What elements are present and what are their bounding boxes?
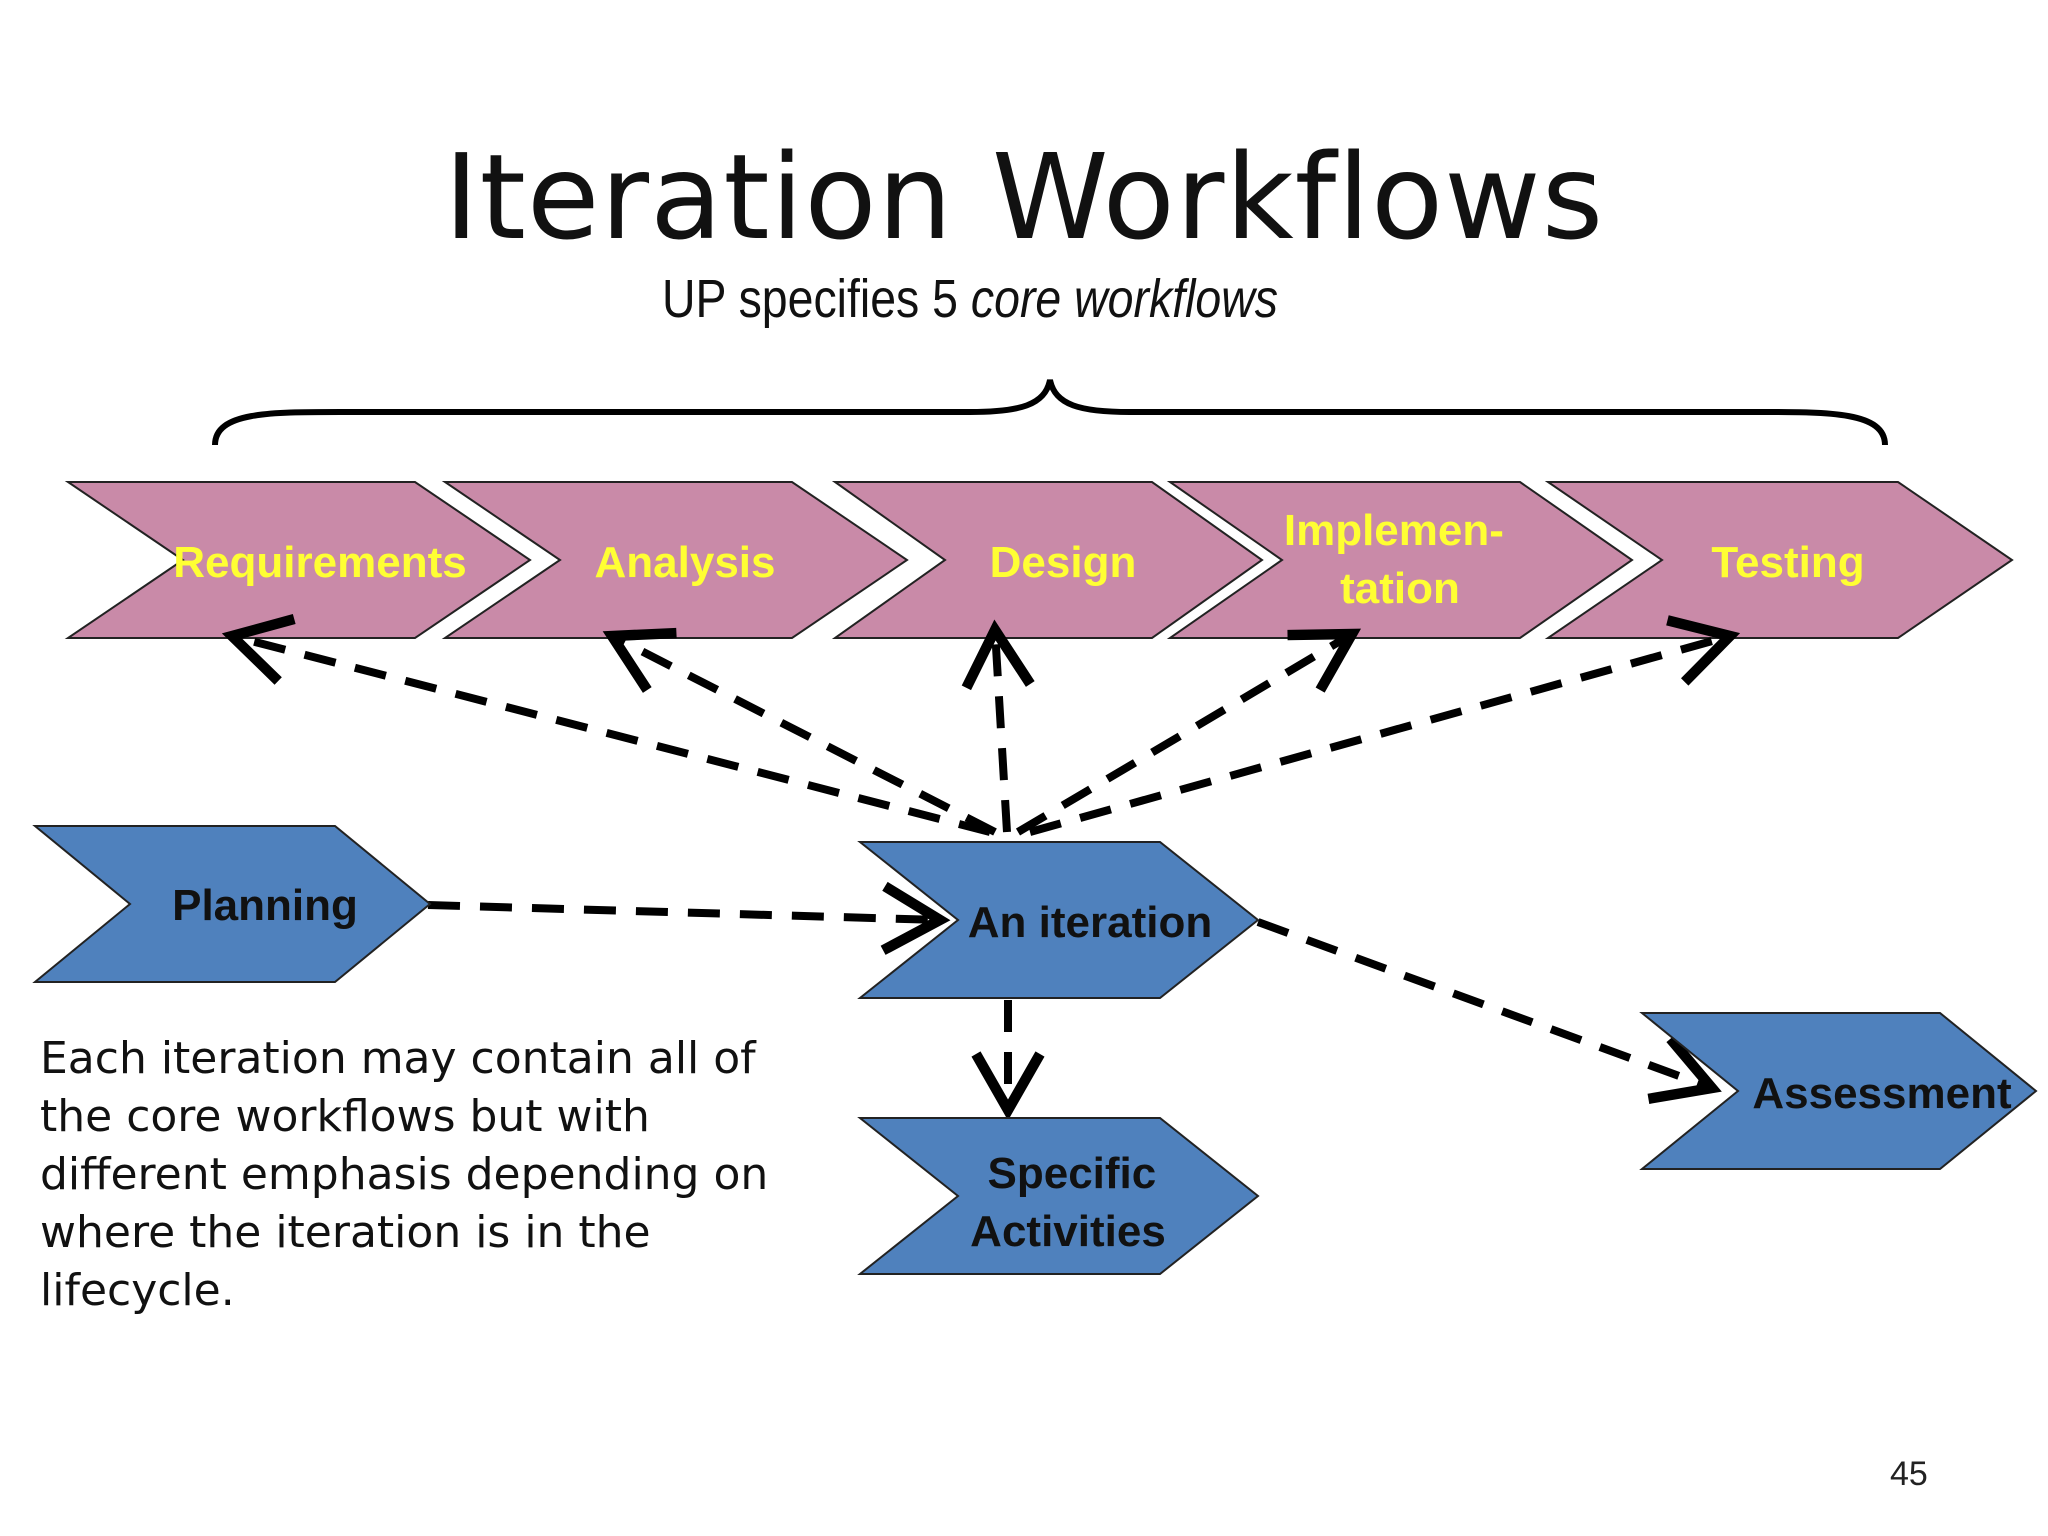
workflow-implementation: Implemen- tation xyxy=(1166,481,1634,639)
activity-planning: Planning xyxy=(32,825,432,983)
activity-iteration-chevron xyxy=(857,841,1260,999)
arrow-iteration-to-requirements xyxy=(221,614,992,836)
subtitle-prefix: UP specifies 5 xyxy=(661,269,971,329)
slide-title: Iteration Workflows xyxy=(443,128,1605,266)
core-workflows-brace xyxy=(212,379,1888,446)
activity-assessment-chevron xyxy=(1639,1012,2038,1170)
subtitle-emphasis: core workflows xyxy=(970,269,1279,329)
activity-assessment: Assessment xyxy=(1639,1012,2038,1170)
workflow-testing-label: Testing xyxy=(1711,538,1864,587)
arrow-iteration-to-assessment xyxy=(1256,918,1722,1104)
workflow-implementation-label: Implemen- tation xyxy=(1284,506,1516,613)
iteration-activities: Planning An iteration Specific Activitie… xyxy=(32,825,2038,1275)
activity-specific: Specific Activities xyxy=(857,1117,1260,1275)
workflow-design-label: Design xyxy=(990,538,1137,587)
iteration-note: Each iteration may contain all of the co… xyxy=(40,1033,769,1316)
workflow-design: Design xyxy=(831,481,1264,639)
workflow-requirements-chevron xyxy=(64,481,532,639)
arrow-iteration-to-implementation xyxy=(1015,628,1362,836)
slide-subtitle: UP specifies 5 core workflows xyxy=(136,268,1804,330)
workflow-analysis: Analysis xyxy=(441,481,909,639)
workflow-requirements-label: Requirements xyxy=(173,538,466,587)
workflow-testing-chevron xyxy=(1544,481,2014,639)
workflow-analysis-chevron xyxy=(441,481,909,639)
connector-arrows xyxy=(221,614,1741,1121)
activity-planning-chevron xyxy=(32,825,432,983)
arrow-iteration-to-design xyxy=(961,619,1035,833)
workflow-analysis-label: Analysis xyxy=(595,538,776,587)
arrow-iteration-to-analysis xyxy=(602,627,997,836)
page-number: 45 xyxy=(1890,1455,1928,1493)
workflow-requirements: Requirements xyxy=(64,481,532,639)
arrow-planning-to-iteration xyxy=(427,881,951,955)
workflow-implementation-chevron xyxy=(1166,481,1634,639)
core-workflows: Requirements Analysis Design Implemen- t… xyxy=(64,481,2014,639)
workflow-design-chevron xyxy=(831,481,1264,639)
workflow-testing: Testing xyxy=(1544,481,2014,639)
activity-specific-label: Specific Activities xyxy=(970,1149,1168,1256)
activity-iteration-label: An iteration xyxy=(968,898,1212,947)
activity-planning-label: Planning xyxy=(172,881,358,930)
activity-specific-chevron xyxy=(857,1117,1260,1275)
arrow-iteration-to-testing xyxy=(1028,615,1741,836)
activity-assessment-label: Assessment xyxy=(1752,1069,2012,1118)
activity-iteration: An iteration xyxy=(857,841,1260,999)
